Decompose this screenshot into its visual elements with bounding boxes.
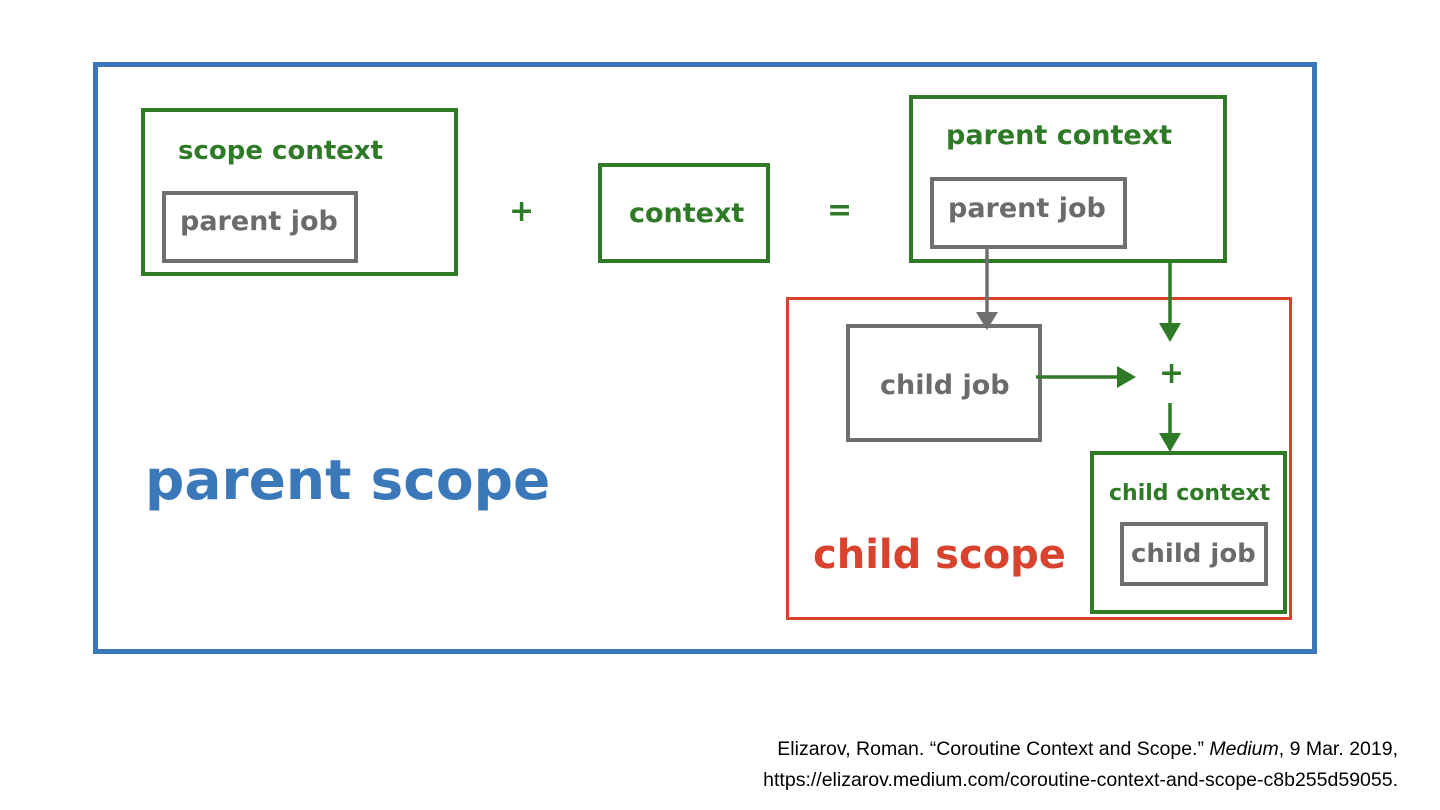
arrowhead-child-job — [976, 312, 998, 330]
citation-prefix: Elizarov, Roman. “Coroutine Context and … — [777, 738, 1210, 760]
child-context-box — [1090, 451, 1287, 614]
parent-scope-box — [93, 62, 1317, 654]
parent-scope-label: parent scope — [145, 448, 551, 512]
parent-context-box — [909, 95, 1227, 263]
context-box — [598, 163, 770, 263]
scope-parent-job-label: parent job — [180, 206, 338, 237]
parent-context-job-box — [930, 177, 1127, 249]
context-label: context — [629, 198, 745, 229]
citation-line-1: Elizarov, Roman. “Coroutine Context and … — [763, 734, 1398, 765]
citation-journal: Medium — [1209, 738, 1279, 760]
citation-url: https://elizarov.medium.com/coroutine-co… — [763, 769, 1398, 791]
equals-symbol: = — [827, 193, 853, 228]
child-context-job-label: child job — [1131, 539, 1256, 569]
parent-context-label: parent context — [946, 120, 1173, 151]
child-job-box — [846, 324, 1042, 442]
child-scope-label: child scope — [813, 532, 1066, 578]
citation-suffix: , 9 Mar. 2019, — [1278, 738, 1398, 760]
arrowhead-plus-top — [1159, 323, 1181, 342]
parent-context-job-label: parent job — [948, 193, 1106, 224]
citation: Elizarov, Roman. “Coroutine Context and … — [763, 734, 1398, 796]
scope-context-box — [141, 108, 458, 276]
scope-context-label: scope context — [178, 136, 384, 166]
child-scope-box — [786, 297, 1292, 620]
arrowhead-plus-left — [1117, 366, 1136, 388]
scope-parent-job-box — [162, 191, 358, 263]
child-plus-symbol: + — [1159, 356, 1185, 391]
plus-symbol: + — [509, 194, 535, 229]
child-context-job-box — [1120, 522, 1268, 586]
child-job-label: child job — [880, 370, 1010, 401]
arrowhead-child-context — [1159, 433, 1181, 452]
child-context-label: child context — [1109, 481, 1271, 506]
